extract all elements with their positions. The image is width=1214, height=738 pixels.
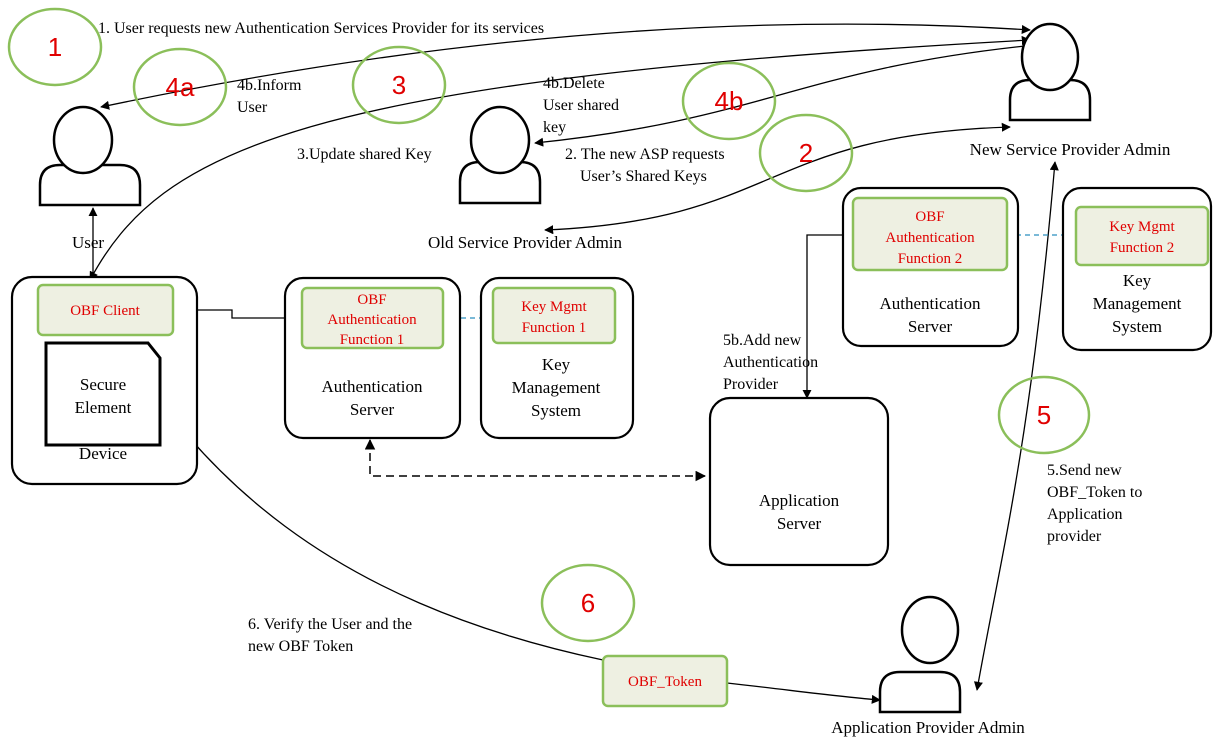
step-marker-6: 6 (540, 563, 636, 643)
svg-text:3: 3 (392, 70, 406, 100)
auth-server-2-label: Authentication (879, 294, 981, 313)
step-marker-4a: 4a (132, 47, 228, 127)
auth-server-1-label: Authentication (321, 377, 423, 396)
obf-client-label: OBF Client (70, 303, 140, 319)
step-2-line1: 2. The new ASP requests (565, 146, 725, 163)
svg-text:6: 6 (581, 588, 595, 618)
step-1-text: 1. User requests new Authentication Serv… (98, 20, 544, 37)
step-4b-delete-line3: key (543, 119, 566, 136)
new-admin-label: New Service Provider Admin (970, 140, 1171, 159)
arrow-step-4b-delete (534, 45, 1026, 147)
svg-text:Server: Server (908, 317, 953, 336)
kms-1-box: Key Mgmt Function 1 Key Management Syste… (479, 276, 635, 440)
kms-2-box: Key Mgmt Function 2 Key Management Syste… (1061, 186, 1213, 352)
user-label: User (72, 233, 104, 252)
svg-text:Server: Server (777, 514, 822, 533)
secure-element-line1: Secure (80, 375, 126, 394)
step-6-line2: new OBF Token (248, 638, 353, 655)
step-marker-2: 2 (758, 113, 854, 193)
step-5-line2: OBF_Token to (1047, 484, 1142, 501)
step-5b-line2: Authentication (723, 354, 818, 371)
svg-text:System: System (1112, 317, 1162, 336)
secure-element-icon (44, 341, 162, 447)
svg-text:4a: 4a (166, 72, 195, 102)
step-5-line1: 5.Send new (1047, 462, 1122, 479)
svg-text:Function 1: Function 1 (340, 332, 405, 348)
user-person-icon (38, 105, 142, 207)
obf-token-label: OBF_Token (628, 674, 702, 690)
secure-element-line2: Element (75, 398, 132, 417)
svg-text:Key Mgmt: Key Mgmt (521, 299, 587, 315)
arrow-token-appadmin (726, 682, 881, 704)
svg-text:Management: Management (512, 378, 601, 397)
device-box: OBF Client Secure Element Device (10, 275, 199, 486)
step-marker-3: 3 (351, 45, 447, 125)
step-5b-line1: 5b.Add new (723, 332, 802, 349)
arrow-step-5b (802, 230, 854, 399)
step-5-line4: provider (1047, 528, 1102, 545)
arrow-client-auth1 (175, 305, 303, 323)
svg-text:Function 2: Function 2 (898, 251, 963, 267)
obf-auth-function-1-box (300, 286, 445, 350)
step-marker-1: 1 (7, 7, 103, 87)
step-marker-4b: 4b (681, 61, 777, 141)
svg-text:2: 2 (799, 138, 813, 168)
svg-text:Server: Server (350, 400, 395, 419)
step-4b-delete-line2: User shared (543, 97, 619, 114)
svg-text:1: 1 (48, 32, 62, 62)
arrow-step-3-4b-inform (89, 35, 1031, 281)
key-mgmt-function-2-box (1074, 205, 1210, 267)
app-server-label: Application (759, 491, 840, 510)
step-4b-delete-line1: 4b.Delete (543, 75, 605, 92)
old-admin-label: Old Service Provider Admin (428, 233, 623, 252)
svg-text:Key Mgmt: Key Mgmt (1109, 219, 1175, 235)
step-3-text: 3.Update shared Key (297, 146, 432, 163)
key-mgmt-function-1-box (491, 286, 617, 345)
obf-client-box (36, 283, 175, 337)
new-admin-person-icon (1008, 22, 1092, 122)
svg-text:OBF: OBF (357, 292, 386, 308)
arrow-auth1-appserver (364, 438, 707, 482)
svg-text:Function 1: Function 1 (522, 320, 587, 336)
svg-text:Authentication: Authentication (885, 230, 975, 246)
svg-text:5: 5 (1037, 400, 1051, 430)
step-4b-inform-line1: 4b.Inform (237, 77, 302, 94)
application-server-box: Application Server (708, 396, 890, 567)
kms-2-label: Key (1123, 271, 1152, 290)
svg-text:System: System (531, 401, 581, 420)
app-admin-person-icon (878, 595, 962, 714)
arrow-step-5 (973, 161, 1059, 691)
svg-text:Function 2: Function 2 (1110, 240, 1175, 256)
svg-text:OBF: OBF (915, 209, 944, 225)
step-5b-line3: Provider (723, 376, 779, 393)
svg-text:Management: Management (1093, 294, 1182, 313)
kms-1-label: Key (542, 355, 571, 374)
obf-auth-function-2-box (851, 196, 1009, 272)
step-6-line1: 6. Verify the User and the (248, 616, 412, 633)
step-marker-5: 5 (997, 375, 1091, 455)
step-4b-inform-line2: User (237, 99, 268, 116)
step-2-line2: User’s Shared Keys (580, 168, 707, 185)
svg-text:4b: 4b (715, 86, 744, 116)
old-admin-person-icon (458, 105, 542, 205)
auth-server-2-box: OBF Authentication Function 2 Authentica… (841, 186, 1020, 348)
svg-text:Authentication: Authentication (327, 312, 417, 328)
obf-token-box: OBF_Token (601, 654, 729, 708)
app-admin-label: Application Provider Admin (831, 718, 1025, 737)
device-label: Device (79, 444, 127, 463)
step-5-line3: Application (1047, 506, 1123, 523)
auth-server-1-box: OBF Authentication Function 1 Authentica… (283, 276, 462, 440)
